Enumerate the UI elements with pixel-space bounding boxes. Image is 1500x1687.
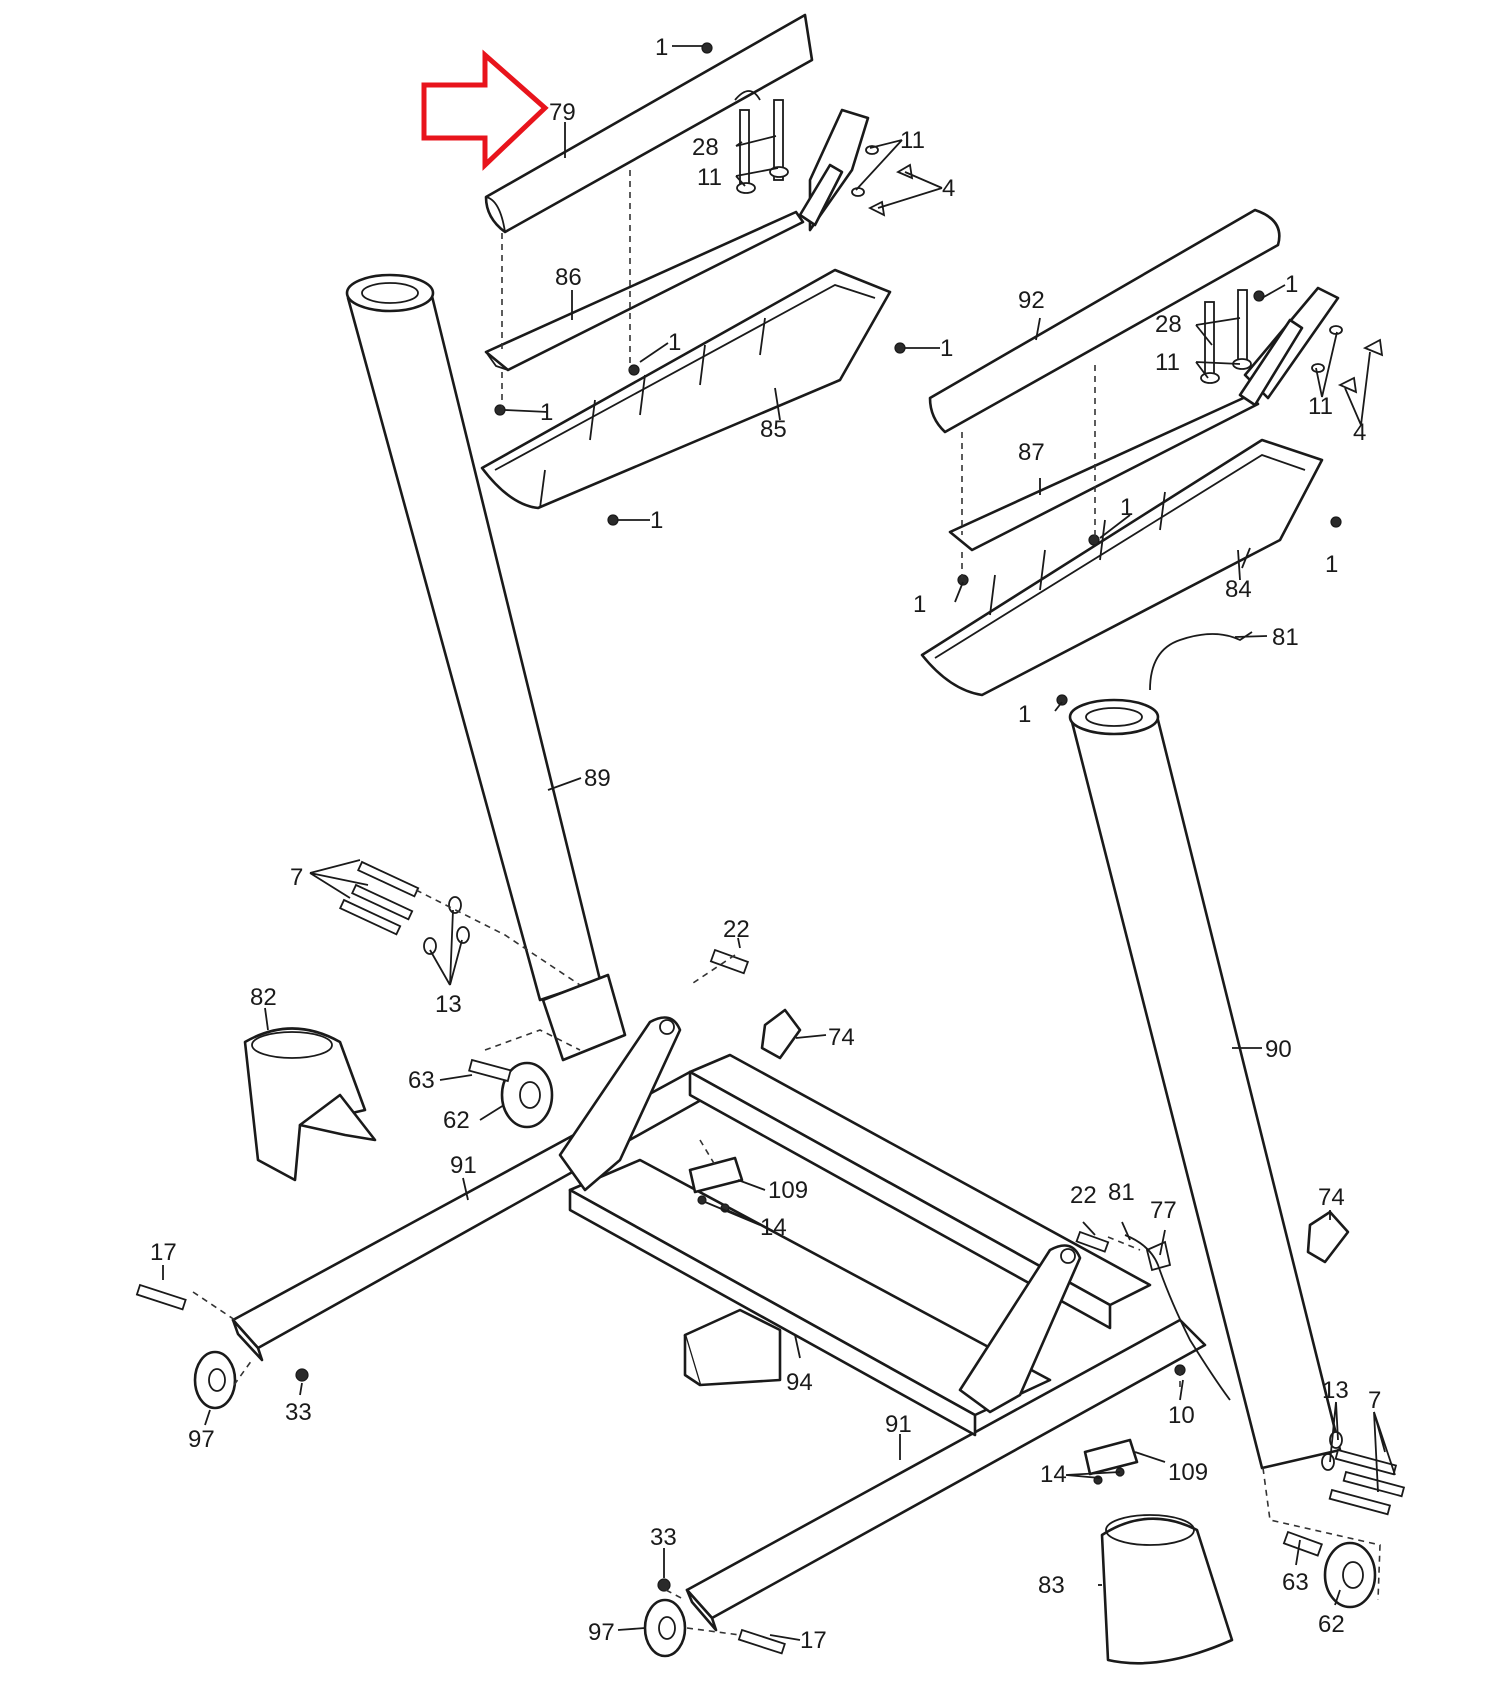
callout-89: 89 [584, 765, 611, 792]
callout-94: 94 [786, 1369, 813, 1396]
crossmember-94 [568, 1158, 1052, 1437]
callout-92: 92 [1018, 287, 1045, 314]
callout-1: 1 [913, 591, 926, 618]
callout-62: 62 [443, 1107, 470, 1134]
callout-1: 1 [1018, 701, 1031, 728]
callout-28: 28 [692, 134, 719, 161]
left-bracket [798, 108, 870, 232]
callout-11: 11 [900, 127, 925, 154]
callout-97: 97 [188, 1426, 215, 1453]
callout-13: 13 [1322, 1377, 1349, 1404]
callout-1: 1 [1285, 271, 1298, 298]
callout-7: 7 [1368, 1387, 1381, 1414]
callout-11: 11 [1155, 349, 1180, 376]
left-hidden-lines [501, 170, 631, 408]
highlight-arrow [421, 49, 549, 171]
front-hitch [683, 1308, 782, 1387]
right-handrail-base-84 [920, 438, 1324, 697]
callout-7: 7 [290, 864, 303, 891]
callout-1: 1 [655, 34, 668, 61]
callout-33: 33 [285, 1399, 312, 1426]
callout-97: 97 [588, 1619, 615, 1646]
right-base-rail-91 [685, 1318, 1207, 1632]
callout-62: 62 [1318, 1611, 1345, 1638]
callout-91: 91 [885, 1411, 912, 1438]
callout-84: 84 [1225, 576, 1252, 603]
callout-11: 11 [697, 164, 722, 191]
callout-1: 1 [540, 399, 553, 426]
left-cap-plate-86 [484, 210, 805, 372]
callout-17: 17 [800, 1627, 827, 1654]
callout-79: 79 [549, 99, 576, 126]
callout-109: 109 [1168, 1459, 1208, 1486]
callout-63: 63 [408, 1067, 435, 1094]
callout-87: 87 [1018, 439, 1045, 466]
callout-1: 1 [1325, 551, 1338, 578]
callout-22: 22 [723, 916, 750, 943]
callout-14: 14 [1040, 1461, 1067, 1488]
wheel-62-right [1323, 1541, 1377, 1609]
callout-81: 81 [1108, 1179, 1135, 1206]
left-upper-cap-79 [484, 13, 814, 234]
callout-17: 17 [150, 1239, 177, 1266]
leader-lines [162, 45, 1396, 1641]
left-handrail-base-85 [480, 268, 892, 510]
callout-1: 1 [1120, 494, 1133, 521]
right-upper-cap-92 [928, 208, 1281, 434]
rear-crossmember [688, 1053, 1152, 1330]
callout-1: 1 [668, 329, 681, 356]
callout-labels: 1 79 28 11 11 4 86 1 1 1 85 1 92 1 28 11… [150, 34, 1381, 1654]
left-upright-base-mount [541, 973, 627, 1062]
callout-74: 74 [1318, 1184, 1345, 1211]
wheel-62-left [500, 1061, 554, 1129]
lower-hidden-lines [192, 889, 1381, 1636]
callout-22: 22 [1070, 1182, 1097, 1209]
callout-14: 14 [760, 1214, 787, 1241]
callout-1: 1 [650, 507, 663, 534]
callout-13: 13 [435, 991, 462, 1018]
callout-74: 74 [828, 1024, 855, 1051]
small-hardware [135, 860, 1406, 1655]
callout-4: 4 [942, 175, 955, 202]
right-hidden-lines [961, 365, 1096, 578]
left-upright-89 [345, 273, 602, 1002]
callout-77: 77 [1150, 1197, 1177, 1224]
wire-harness-81-upper [1149, 631, 1253, 691]
wheel-97-left [193, 1350, 237, 1410]
right-cap-plate-87 [948, 393, 1260, 552]
callout-85: 85 [760, 416, 787, 443]
callout-10: 10 [1168, 1402, 1195, 1429]
callout-63: 63 [1282, 1569, 1309, 1596]
left-hardware [494, 42, 914, 526]
callout-11: 11 [1308, 393, 1333, 420]
right-bracket [1238, 286, 1340, 407]
callout-1: 1 [940, 335, 953, 362]
right-shroud-83 [1100, 1514, 1234, 1665]
callout-86: 86 [555, 264, 582, 291]
wheel-97-right [643, 1598, 687, 1658]
wire-harness-81-lower [1124, 1234, 1231, 1401]
callout-81: 81 [1272, 624, 1299, 651]
right-incline-bracket [958, 1244, 1082, 1414]
callout-83: 83 [1038, 1572, 1065, 1599]
callout-109: 109 [768, 1177, 808, 1204]
callout-28: 28 [1155, 311, 1182, 338]
callout-91: 91 [450, 1152, 477, 1179]
callout-33: 33 [650, 1524, 677, 1551]
callout-4: 4 [1353, 419, 1366, 446]
right-upright-90 [1068, 698, 1342, 1470]
left-incline-bracket [558, 1016, 682, 1192]
callout-82: 82 [250, 984, 277, 1011]
left-shroud-82 [243, 1027, 377, 1182]
callout-90: 90 [1265, 1036, 1292, 1063]
